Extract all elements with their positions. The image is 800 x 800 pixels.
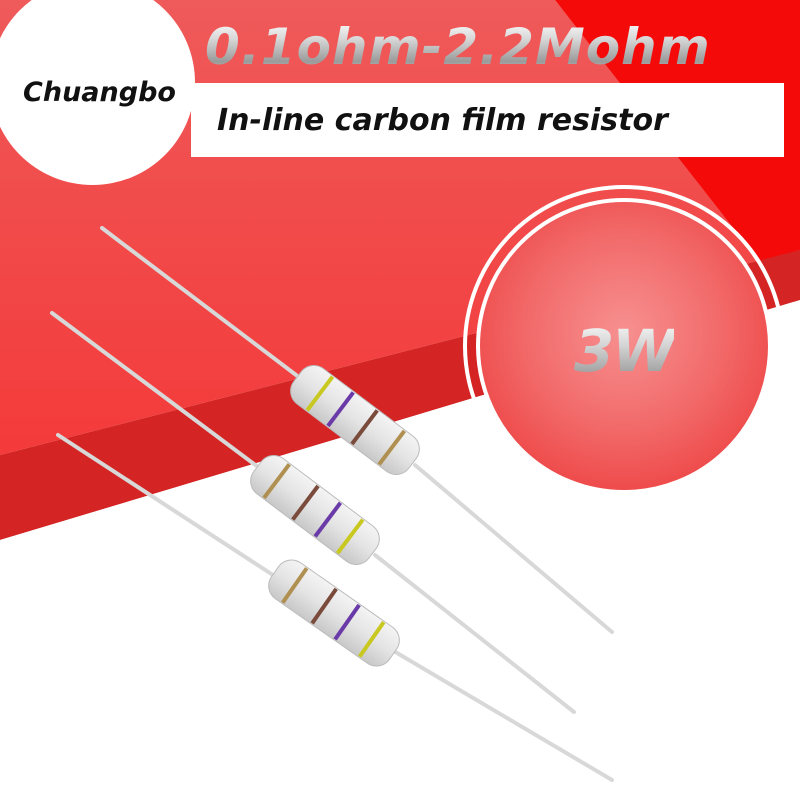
resistor-2 — [50, 311, 576, 714]
resistor-3-lead-left — [56, 433, 278, 579]
power-rating-badge: 3W — [463, 185, 785, 507]
product-type-text: In-line carbon film resistor — [217, 102, 668, 138]
resistor-3-lead-right — [390, 648, 614, 782]
resistor-1-lead-right — [413, 463, 614, 634]
resistor-2-band-2 — [291, 484, 320, 521]
power-rating-badge-inner: 3W — [476, 198, 772, 494]
resistor-2-lead-right — [373, 553, 576, 714]
brand-logo-circle: Chuangbo — [0, 0, 195, 185]
resistor-2-band-1 — [262, 463, 291, 500]
resistor-1-lead-left — [100, 226, 302, 380]
resistor-2-body — [250, 455, 380, 565]
resistor-2-band-4 — [335, 518, 365, 555]
resistor-3-body — [268, 559, 400, 667]
brand-name: Chuangbo — [23, 77, 176, 108]
resistor-1-band-4 — [377, 429, 406, 466]
resistor-1-band-3 — [350, 409, 379, 446]
resistor-3 — [56, 433, 614, 782]
resistor-2-lead-left — [50, 311, 260, 469]
resistor-3-band-3 — [333, 603, 361, 641]
resistor-3-band-4 — [357, 621, 386, 658]
resistor-2-band-3 — [313, 501, 343, 538]
resistor-3-band-2 — [310, 587, 338, 625]
power-rating-text: 3W — [573, 317, 676, 385]
resistor-1-band-1 — [305, 375, 335, 412]
resistor-1 — [100, 226, 614, 634]
resistor-1-body — [290, 365, 420, 475]
resistor-1-band-2 — [326, 391, 355, 428]
resistor-3-band-1 — [280, 567, 309, 604]
product-type-banner: In-line carbon film resistor — [191, 83, 784, 157]
resistance-range-headline: 0.1ohm-2.2Mohm — [205, 18, 711, 76]
